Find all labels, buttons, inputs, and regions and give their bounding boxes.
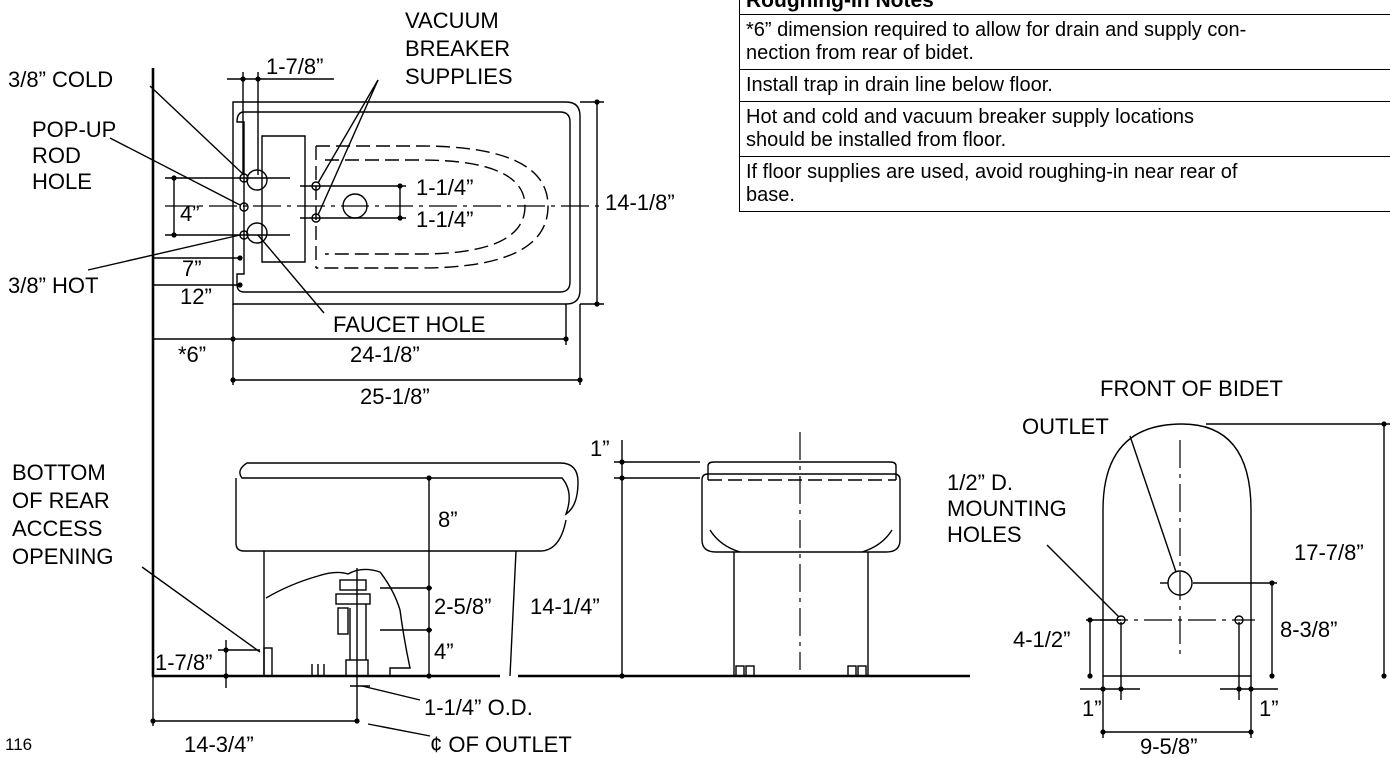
base-plan xyxy=(1046,421,1390,738)
dim-1-7-8-top: 1-7/8” xyxy=(266,54,323,79)
dim-4-side: 4” xyxy=(434,639,454,664)
note-2: Install trap in drain line below floor. xyxy=(740,70,1390,102)
dim-1-1-4-a: 1-1/4” xyxy=(416,175,473,200)
note-3: Hot and cold and vacuum breaker supply l… xyxy=(740,102,1390,157)
front-rim xyxy=(707,461,897,480)
plan-view xyxy=(87,72,604,385)
dim-7: 7” xyxy=(182,256,202,281)
side-bowl xyxy=(235,478,567,552)
bottom-access-label-2: OF REAR xyxy=(12,488,110,513)
popup-hole xyxy=(239,202,249,212)
outlet-label: OUTLET xyxy=(1022,414,1109,439)
dim-1-7-8-side: 1-7/8” xyxy=(155,650,212,675)
vacuum-breaker-label-2: BREAKER xyxy=(405,36,510,61)
front-elevation xyxy=(518,432,970,679)
hot-label: 3/8” HOT xyxy=(8,273,98,298)
dim-8: 8” xyxy=(438,507,458,532)
cold-label: 3/8” COLD xyxy=(8,67,113,92)
dim-od: 1-1/4” O.D. xyxy=(424,695,533,720)
plan-bowl-outer xyxy=(316,145,549,269)
popup-label-3: HOLE xyxy=(32,169,92,194)
bottom-access-label-1: BOTTOM xyxy=(12,460,106,485)
roughing-in-notes-table: Roughing-In Notes *6” dimension required… xyxy=(739,0,1390,212)
dim-24-1-8: 24-1/8” xyxy=(350,342,420,367)
popup-label-2: ROD xyxy=(32,143,81,168)
plan-rim xyxy=(232,101,581,305)
side-cutaway xyxy=(265,568,411,676)
bottom-access-label-4: OPENING xyxy=(12,544,113,569)
note-4: If floor supplies are used, avoid roughi… xyxy=(740,157,1390,212)
dim-14-3-4: 14-3/4” xyxy=(184,732,254,757)
dim-9-5-8: 9-5/8” xyxy=(1140,734,1197,758)
dim-8-3-8: 8-3/8” xyxy=(1280,617,1337,642)
dim-25-1-8: 25-1/8” xyxy=(360,384,430,409)
dim-1-1-4-b: 1-1/4” xyxy=(416,207,473,232)
side-rim xyxy=(239,462,579,516)
dim-12: 12” xyxy=(180,284,212,309)
dim-2-5-8: 2-5/8” xyxy=(434,594,491,619)
faucet-hole-label: FAUCET HOLE xyxy=(333,312,485,337)
dim-4-plan: 4” xyxy=(180,201,200,226)
hot-hole xyxy=(246,222,268,244)
notes-title: Roughing-In Notes xyxy=(740,0,1390,15)
dim-1-right: 1” xyxy=(1259,696,1279,721)
mounting-label-3: HOLES xyxy=(947,522,1022,547)
note-1: *6” dimension required to allow for drai… xyxy=(740,15,1390,70)
page-number: 116 xyxy=(5,735,32,754)
cold-hole xyxy=(246,169,268,191)
bottom-access-label-3: ACCESS xyxy=(12,516,102,541)
vacuum-breaker-label-1: VACUUM xyxy=(405,8,499,33)
side-elevation xyxy=(141,462,579,737)
dim-14-1-4: 14-1/4” xyxy=(530,594,600,619)
dim-17-7-8: 17-7/8” xyxy=(1294,540,1364,565)
mounting-label-2: MOUNTING xyxy=(947,496,1067,521)
dim-4-1-2: 4-1/2” xyxy=(1013,627,1070,652)
dim-1-front: 1” xyxy=(590,436,610,461)
popup-label-1: POP-UP xyxy=(32,117,116,142)
dim-6: *6” xyxy=(178,342,206,367)
base-outline xyxy=(1102,423,1252,677)
front-of-bidet-label: FRONT OF BIDET xyxy=(1100,376,1283,401)
dim-14-1-8: 14-1/8” xyxy=(605,190,675,215)
mounting-label-1: 1/2” D. xyxy=(947,470,1013,495)
front-bowl xyxy=(701,473,901,553)
vacuum-breaker-label-3: SUPPLIES xyxy=(405,64,513,89)
plan-deck xyxy=(261,135,306,263)
plan-inner-rim xyxy=(236,111,571,293)
dim-1-left: 1” xyxy=(1082,696,1102,721)
outlet-cl-label: ¢ OF OUTLET xyxy=(430,732,572,757)
